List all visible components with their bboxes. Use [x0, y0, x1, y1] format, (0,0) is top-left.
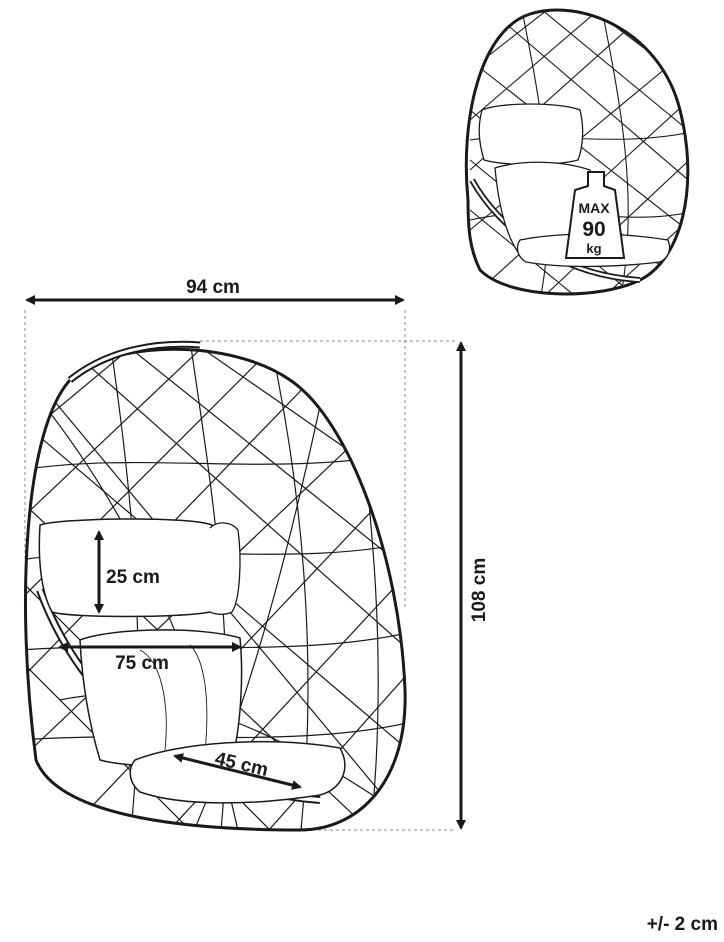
height-dimension: 108 cm: [456, 341, 490, 830]
width-label: 94 cm: [186, 277, 240, 298]
weight-icon: MAX 90 kg: [564, 171, 626, 259]
small-chair-illustration: MAX 90 kg: [464, 8, 690, 296]
cushion-height-dimension: 25 cm: [94, 530, 160, 614]
cushion-height-label: 25 cm: [106, 567, 160, 588]
seat-width-dimension: 75 cm: [58, 642, 242, 674]
tolerance-note: +/- 2 cm: [646, 914, 718, 935]
max-value: 90: [582, 218, 605, 241]
dimension-guides: [24, 310, 455, 831]
max-label: MAX: [578, 200, 610, 216]
height-label: 108 cm: [469, 558, 490, 622]
seat-width-label: 75 cm: [115, 653, 169, 674]
max-unit: kg: [586, 241, 601, 256]
width-dimension: 94 cm: [25, 277, 405, 305]
